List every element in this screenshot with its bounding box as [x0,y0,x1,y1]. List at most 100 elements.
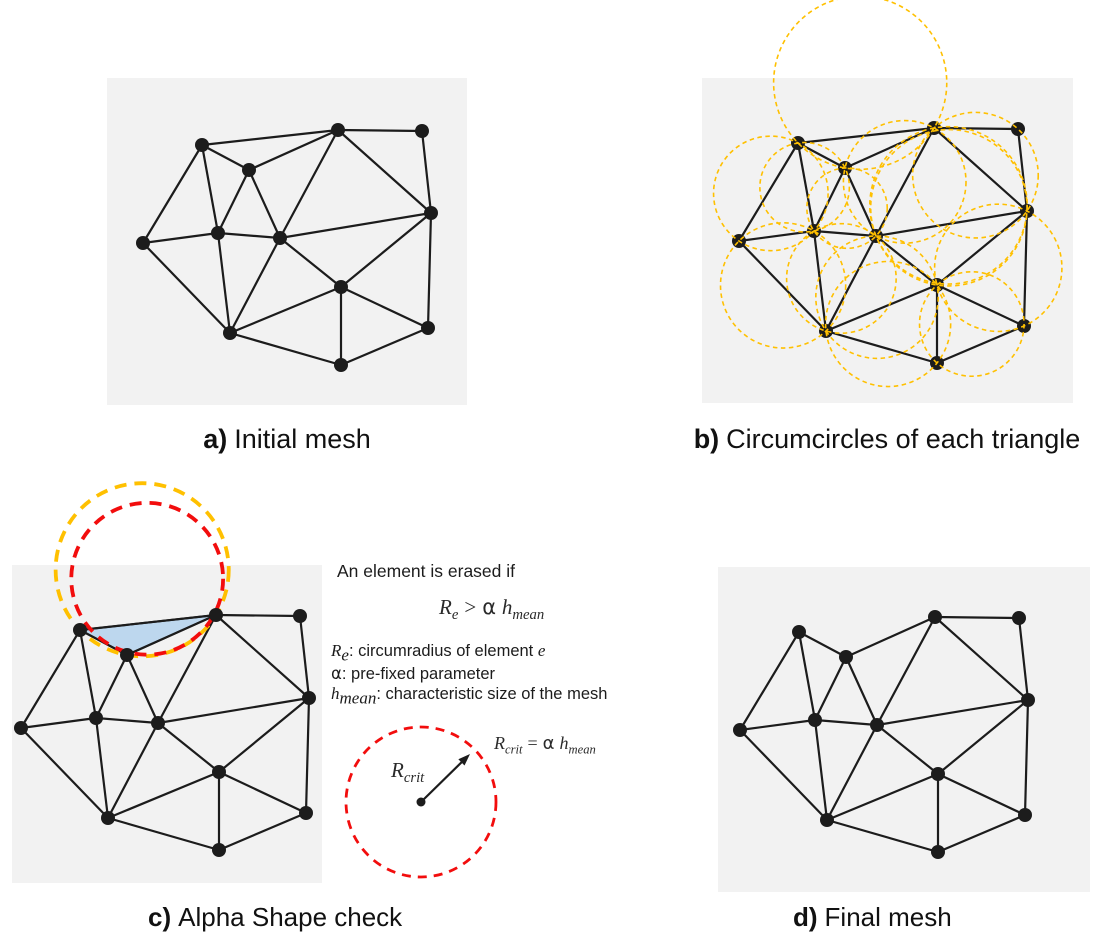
def3-symbol: h [331,684,340,704]
def2-symbol: α [331,664,342,684]
caption-b-text: Circumcircles of each triangle [726,424,1081,454]
mesh-node [212,765,226,779]
mesh-edge [737,239,828,333]
mesh-node [415,124,429,138]
mesh-edge [812,229,828,333]
mesh-node [928,610,942,624]
mesh-node [14,721,28,735]
mesh-edge [78,613,218,632]
mesh-node [931,845,945,859]
mesh-node [101,811,115,825]
mesh-edge [797,630,817,722]
mesh-edge [875,723,940,776]
mesh-edge [336,128,424,133]
mesh-edge [825,723,879,822]
mesh-edge [824,283,939,333]
mesh-edge [1016,127,1029,213]
mesh-edge [141,241,232,335]
formula-rhs-sub: mean [512,607,545,624]
erase-rule-intro: An element is erased if [337,561,516,581]
caption-b-letter: b) [693,424,720,454]
circumcircle [824,260,952,388]
circumcircle [918,270,1025,378]
crit-radius-equation: Rcrit=α hmean [494,733,596,758]
mesh-node [1012,611,1026,625]
circumcircle [719,222,847,349]
caption-a-text: Initial mesh [234,424,371,454]
mesh-edge [247,168,282,240]
mesh-edge [813,718,829,822]
erase-rule-annotation: An element is erased if Re>α hmean Re: c… [331,561,631,708]
mesh-node [89,711,103,725]
mesh-edge [228,285,343,335]
mesh-edge [936,698,1030,776]
mesh-node [421,321,435,335]
mesh-edge [217,811,308,852]
circumcircle [759,141,851,233]
mesh-edge [824,329,939,365]
mesh-edge [737,141,800,243]
circumcircle [911,111,1040,239]
mesh-edge [933,615,1021,620]
mesh-edge [336,128,433,215]
mesh-edge [935,324,1026,365]
panel-d-mesh [733,610,1035,859]
circumcircle [869,128,1028,287]
mesh-edge [78,628,98,720]
caption-d-letter: d) [793,902,818,932]
panel-a-mesh [136,123,438,372]
mesh-node [242,163,256,177]
mesh-edge [1017,616,1030,702]
mesh-edge [214,613,302,618]
mesh-node [733,723,747,737]
caption-b: b)Circumcircles of each triangle [651,424,1112,455]
symbol-definitions: Re: circumradius of element e α: pre-fix… [331,641,631,708]
mesh-edge [796,126,936,145]
mesh-edge [1023,698,1030,817]
sliver-circumcircle [53,481,231,659]
circumcircle [868,125,1029,285]
mesh-edge [278,211,433,240]
mesh-edge [141,231,220,245]
caption-a-letter: a) [203,424,228,454]
mesh-node [331,123,345,137]
mesh-edge [933,615,1030,702]
mesh-edge [932,126,1029,213]
mesh-edge [935,283,1026,328]
mesh-edge [217,696,311,774]
definition-circumradius: Re: circumradius of element e [331,641,631,664]
formula-lhs-var: R [439,595,452,619]
mesh-edge [874,234,939,287]
crit-eq-lhs: R [494,733,505,753]
mesh-edge [932,126,1020,131]
mesh-node [195,138,209,152]
mesh-edge [875,615,937,727]
mesh-edge [339,326,430,367]
mesh-edge [19,628,82,730]
mesh-edge [214,613,311,700]
mesh-edge [936,813,1027,854]
mesh-edge [94,716,160,725]
def3-text: : characteristic size of the mesh [376,685,608,704]
mesh-node [1018,808,1032,822]
mesh-node [273,231,287,245]
mesh-edge [19,716,98,730]
mesh-edge [825,818,940,854]
mesh-node [1021,693,1035,707]
mesh-edge [797,630,848,659]
mesh-edge [94,653,129,720]
mesh-node [334,358,348,372]
mesh-edge [200,143,220,235]
circumcircle [712,135,829,252]
crit-eq-alpha: α [542,733,555,754]
mesh-edge [796,141,816,233]
mesh-node [211,226,225,240]
mesh-edge [228,331,343,367]
mesh-edge [200,143,251,172]
mesh-node [424,206,438,220]
mesh-edge [875,698,1030,727]
mesh-edge [156,613,218,725]
mesh-edge [278,128,340,240]
